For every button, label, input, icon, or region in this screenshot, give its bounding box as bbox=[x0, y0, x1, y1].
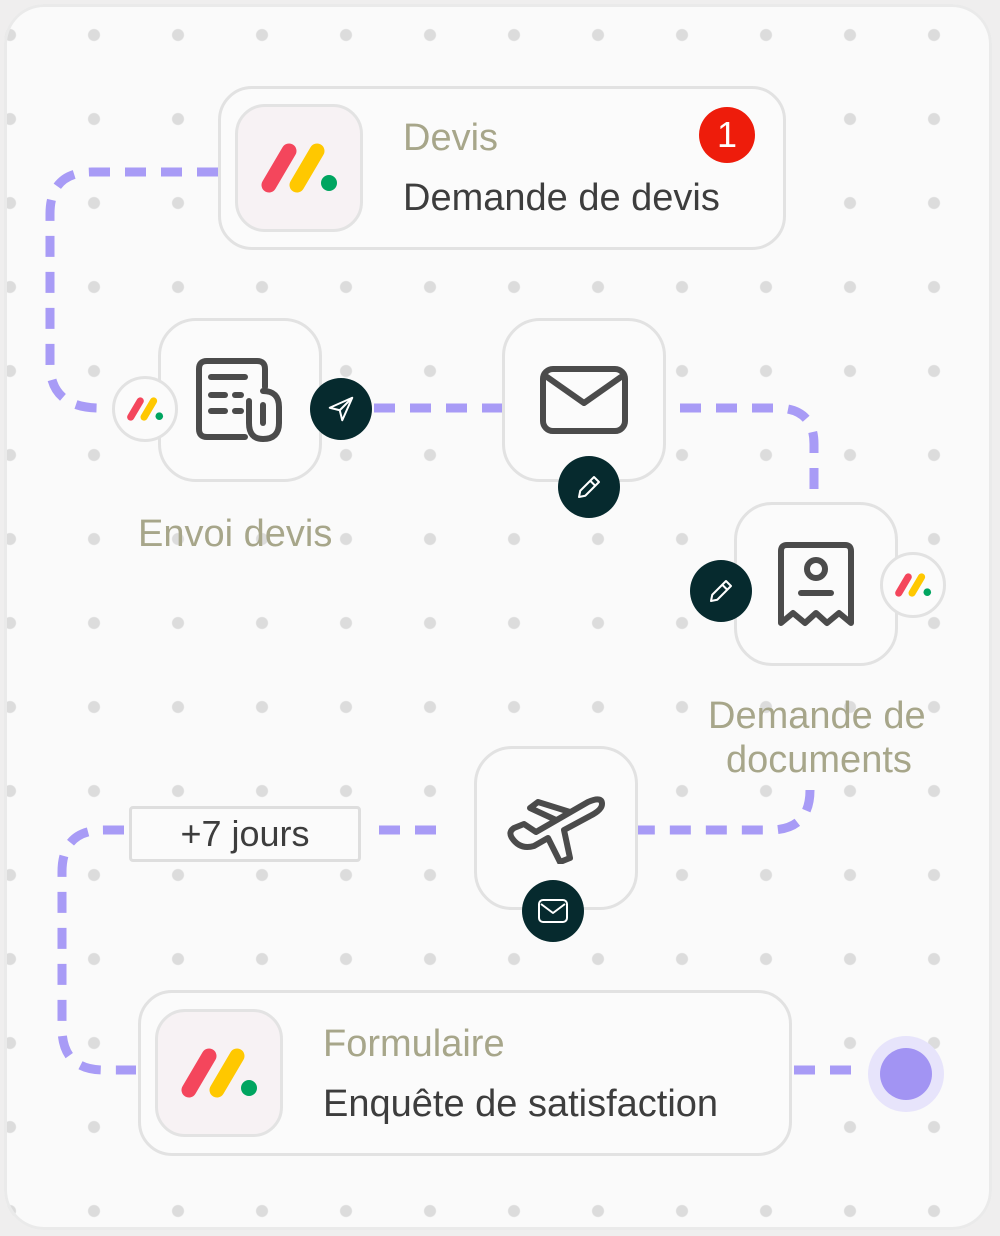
node-label-line2: documents bbox=[726, 739, 912, 781]
workflow-canvas: Devis Demande de devis 1 Envoi devis bbox=[4, 4, 992, 1230]
end-node bbox=[868, 1036, 944, 1112]
monday-logo-icon bbox=[112, 376, 178, 442]
pen-icon[interactable] bbox=[690, 560, 752, 622]
card-title: Enquête de satisfaction bbox=[323, 1083, 719, 1125]
mail-icon[interactable] bbox=[522, 880, 584, 942]
wire-documents-to-plane bbox=[636, 789, 815, 835]
airplane-icon bbox=[507, 796, 605, 864]
email-node[interactable] bbox=[502, 318, 666, 482]
monday-logo-icon bbox=[880, 552, 946, 618]
quote-request-card[interactable]: Devis Demande de devis 1 bbox=[218, 86, 786, 250]
card-subtitle: Devis bbox=[403, 117, 499, 159]
card-subtitle: Formulaire bbox=[323, 1023, 505, 1065]
wire-mail-to-documents bbox=[680, 403, 819, 502]
node-label: Envoi devis bbox=[138, 513, 333, 555]
monday-logo-icon bbox=[235, 104, 363, 232]
satisfaction-form-card[interactable]: Formulaire Enquête de satisfaction bbox=[138, 990, 792, 1156]
document-attachment-icon bbox=[196, 358, 282, 442]
notification-badge: 1 bbox=[699, 107, 755, 163]
send-quote-node[interactable] bbox=[158, 318, 322, 482]
monday-logo-icon bbox=[155, 1009, 283, 1137]
mail-icon bbox=[540, 366, 628, 434]
connector-wires bbox=[45, 167, 866, 1075]
wire-top-to-send bbox=[45, 167, 218, 413]
wire-delay-to-bottom bbox=[57, 825, 136, 1075]
receipt-person-icon bbox=[778, 542, 854, 626]
pen-icon[interactable] bbox=[558, 456, 620, 518]
node-label-line1: Demande de bbox=[708, 695, 926, 737]
card-title: Demande de devis bbox=[403, 177, 720, 219]
request-documents-node[interactable] bbox=[734, 502, 898, 666]
delay-label: +7 jours bbox=[129, 806, 361, 862]
send-icon[interactable] bbox=[310, 378, 372, 440]
